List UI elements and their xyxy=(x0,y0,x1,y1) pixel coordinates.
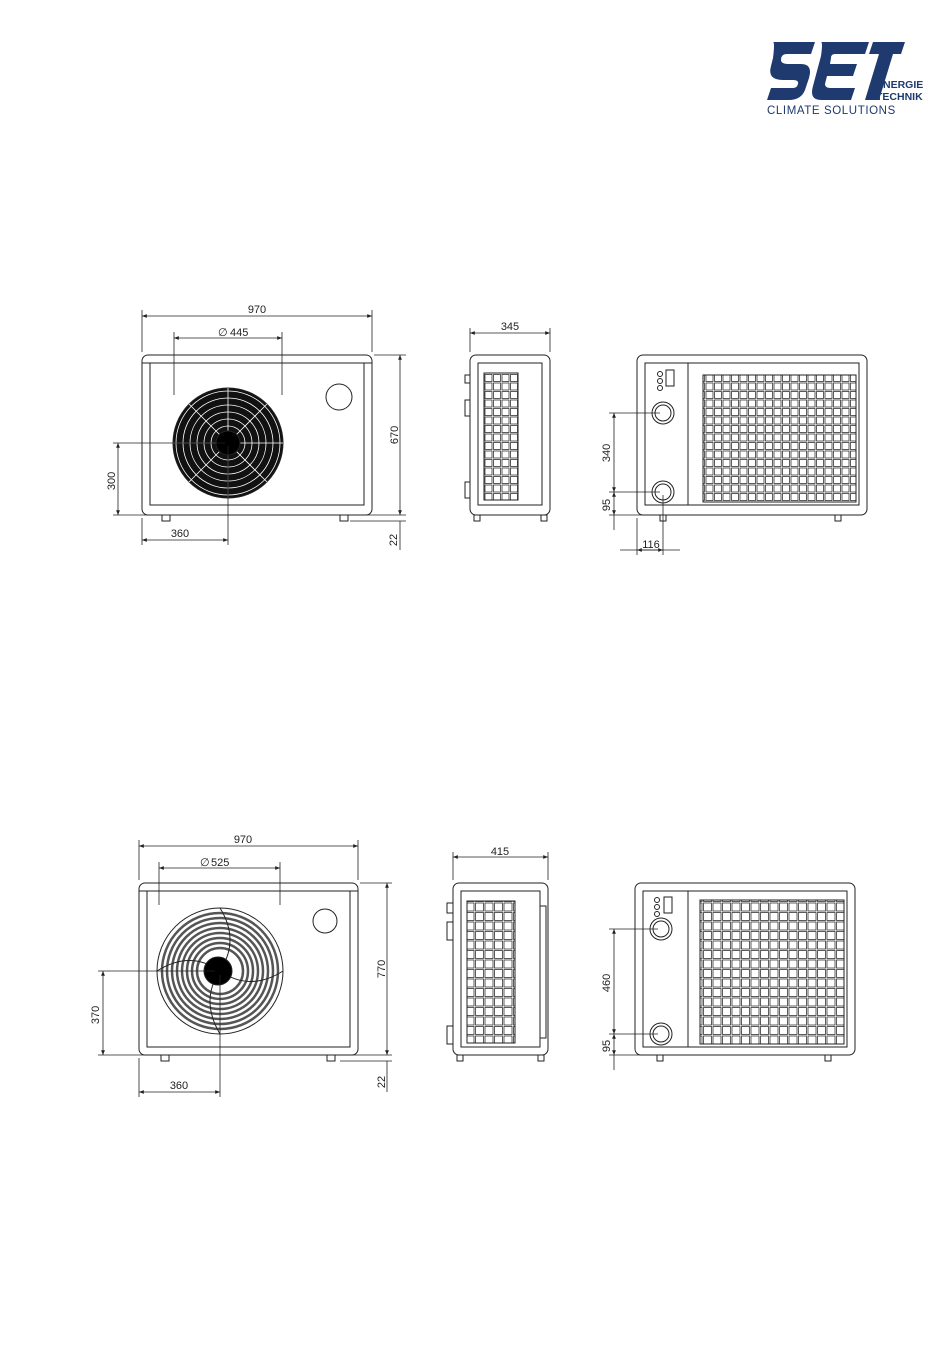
unit-2-back-dimensions xyxy=(609,929,658,1070)
dim-height: 770 xyxy=(376,960,388,978)
dim-pipe-offset: 116 xyxy=(642,539,660,551)
dim-fan-diameter-symbol: ∅ xyxy=(218,327,228,339)
unit-2-front-view xyxy=(139,883,358,1061)
dim-fan-height: 370 xyxy=(90,1006,102,1024)
dim-fan-diameter-symbol: ∅ xyxy=(200,857,210,869)
dim-depth: 345 xyxy=(501,321,519,333)
dim-foot: 22 xyxy=(388,534,400,546)
dim-outlet-height: 95 xyxy=(601,1040,613,1052)
dim-inlet-height: 460 xyxy=(601,974,613,992)
unit-1-back-view xyxy=(637,355,867,521)
dim-fan-offset: 360 xyxy=(170,1080,188,1092)
dim-height: 670 xyxy=(389,426,401,444)
dim-depth: 415 xyxy=(491,846,509,858)
dim-outlet-height: 95 xyxy=(601,499,613,511)
unit-1-front-view xyxy=(142,355,372,521)
dim-inlet-height: 340 xyxy=(601,444,613,462)
dim-width: 970 xyxy=(234,834,252,846)
unit-2-side-view xyxy=(447,883,548,1061)
dim-foot: 22 xyxy=(376,1076,388,1088)
unit-2-back-view xyxy=(635,883,855,1061)
dim-fan-offset: 360 xyxy=(171,528,189,540)
unit-1-side-view xyxy=(465,355,550,521)
dim-fan-height: 300 xyxy=(106,472,118,490)
dim-fan-diameter: 525 xyxy=(211,857,229,869)
dim-width: 970 xyxy=(248,304,266,316)
dim-fan-diameter: 445 xyxy=(230,327,248,339)
